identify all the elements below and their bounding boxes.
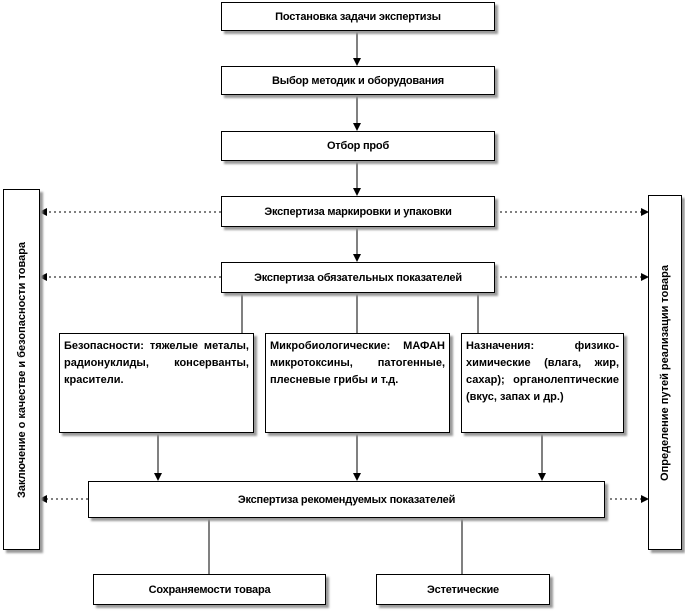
right-realization-box: Определение путей реализации товара: [648, 195, 682, 550]
left-conclusion-box: Заключение о качестве и безопасности тов…: [3, 189, 40, 550]
recommended-box: Экспертиза рекомендуемых показателей: [88, 481, 605, 518]
purpose-box: Назначения: физико-химические (влага, жи…: [461, 333, 624, 433]
sampling-label: Отбор проб: [326, 140, 390, 152]
aesthetic-label: Эстетические: [427, 583, 499, 596]
aesthetic-box: Эстетические: [376, 574, 550, 605]
task-label: Постановка задачи экспертизы: [275, 10, 441, 23]
marking-label: Экспертиза маркировки и упаковки: [264, 205, 452, 218]
methods-box: Выбор методик и оборудования: [221, 66, 495, 95]
mandatory-label: Экспертиза обязательных показателей: [254, 271, 462, 284]
purpose-text: Назначения: физико-химические (влага, жи…: [466, 340, 619, 403]
marking-box: Экспертиза маркировки и упаковки: [221, 196, 495, 227]
right-realization-label: Определение путей реализации товара: [659, 264, 671, 481]
methods-label: Выбор методик и оборудования: [272, 74, 444, 87]
mandatory-box: Экспертиза обязательных показателей: [221, 262, 495, 293]
safety-text: Безопасности: тяжелые металы, радионукли…: [64, 340, 249, 386]
micro-text: Микробиологические: МАФАН микротоксины, …: [270, 340, 445, 386]
left-conclusion-label: Заключение о качестве и безопасности тов…: [15, 241, 28, 498]
safety-box: Безопасности: тяжелые металы, радионукли…: [59, 333, 254, 433]
task-box: Постановка задачи экспертизы: [221, 2, 495, 31]
sampling-box: Отбор проб: [221, 131, 495, 161]
storage-label: Сохраняемости товара: [148, 583, 271, 596]
micro-box: Микробиологические: МАФАН микротоксины, …: [265, 333, 450, 433]
storage-box: Сохраняемости товара: [93, 574, 326, 605]
recommended-label: Экспертиза рекомендуемых показателей: [237, 493, 456, 506]
